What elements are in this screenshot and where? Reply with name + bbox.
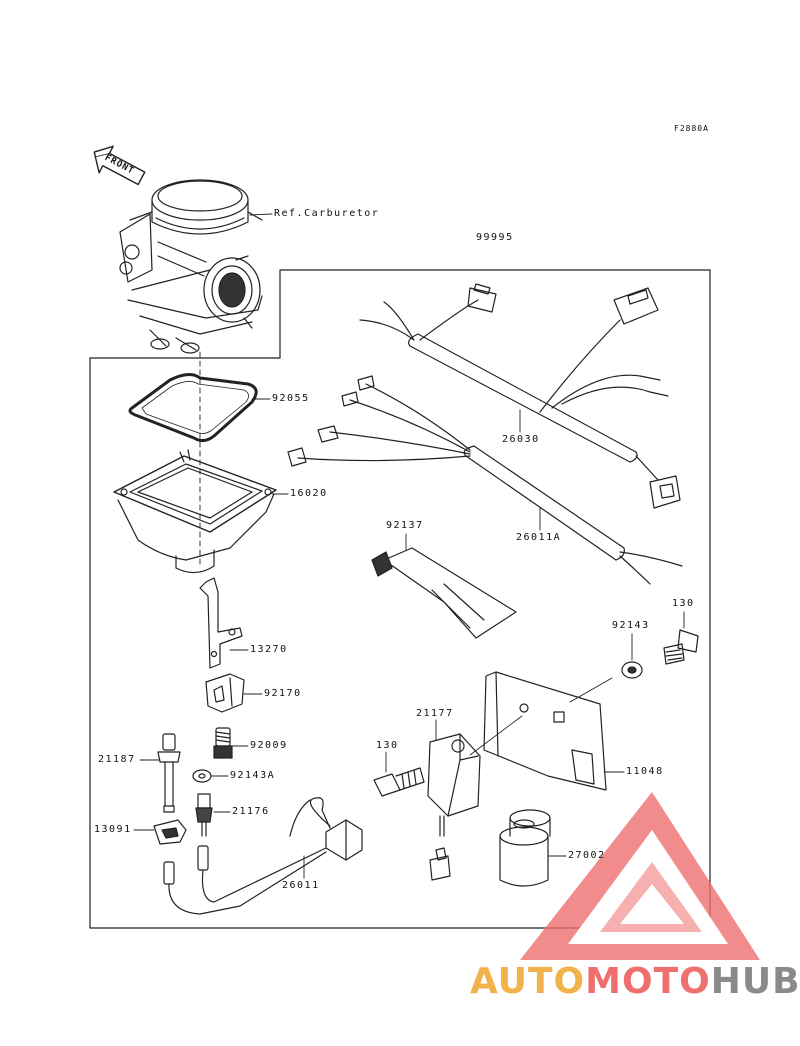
carburetor-icon (119, 179, 263, 354)
watermark-logo-icon (520, 792, 760, 960)
washer-92143a-icon (192, 769, 212, 783)
harness-26011-icon (163, 797, 363, 915)
label-92009: 92009 (250, 740, 288, 751)
kit-outline (89, 269, 711, 929)
label-130-upper: 130 (672, 598, 695, 609)
label-26011a: 26011A (516, 532, 562, 543)
label-26030: 26030 (502, 434, 540, 445)
bracket-13270-icon (199, 577, 243, 669)
harness-26030-icon (359, 283, 681, 509)
bracket-11048-icon (483, 671, 607, 791)
watermark-text: AUTOMOTOHUB (470, 962, 800, 1002)
watermark-part-2: MOTO (585, 961, 711, 1002)
label-92137: 92137 (386, 520, 424, 531)
harness-26011a-icon (287, 375, 683, 585)
gasket-92055-icon (128, 373, 258, 443)
front-arrow-icon (93, 145, 146, 186)
module-21177-icon (427, 733, 481, 881)
clip-13091-icon (153, 819, 187, 845)
screw-92009-icon (213, 727, 233, 759)
label-27002: 27002 (568, 850, 606, 861)
figure-code: F2880A (674, 124, 709, 133)
label-130-lower: 130 (376, 740, 399, 751)
label-92143a: 92143A (230, 770, 276, 781)
label-92143: 92143 (612, 620, 650, 631)
label-11048: 11048 (626, 766, 664, 777)
label-92055: 92055 (272, 393, 310, 404)
washer-92143-icon (621, 661, 643, 679)
bolt-130-icon (663, 629, 699, 665)
sensor-21187-icon (157, 733, 181, 813)
watermark-part-1: AUTO (470, 961, 586, 1002)
label-13270: 13270 (250, 644, 288, 655)
label-21187: 21187 (98, 754, 136, 765)
label-92170: 92170 (264, 688, 302, 699)
label-21177: 21177 (416, 708, 454, 719)
grease-tube-92137-icon (371, 547, 517, 639)
solenoid-27002-icon (499, 809, 551, 887)
watermark-part-3: HUB (710, 961, 800, 1002)
holder-92170-icon (205, 673, 245, 713)
label-21176: 21176 (232, 806, 270, 817)
label-13091: 13091 (94, 824, 132, 835)
float-bowl-16020-icon (113, 449, 277, 574)
label-16020: 16020 (290, 488, 328, 499)
jet-21176-icon (195, 793, 213, 837)
label-26011: 26011 (282, 880, 320, 891)
label-ref-carburetor: Ref.Carburetor (274, 208, 380, 219)
label-99995: 99995 (476, 232, 514, 243)
bolt-130b-icon (373, 767, 425, 797)
